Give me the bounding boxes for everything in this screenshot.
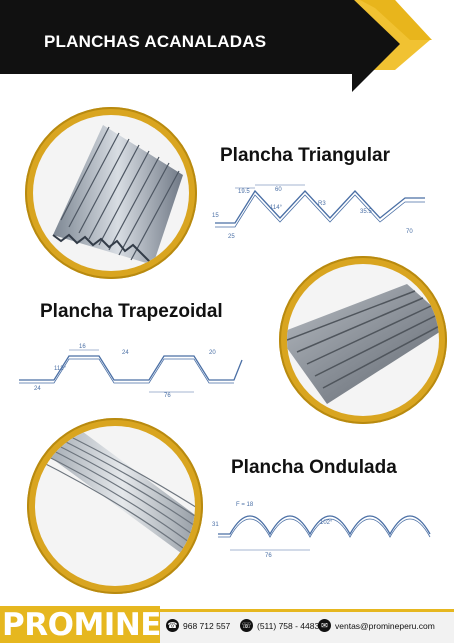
dim-label: F = 18 xyxy=(236,502,254,508)
product-image-ondulada xyxy=(35,426,195,586)
brand-block xyxy=(0,606,160,643)
dim-label: 70 xyxy=(406,229,413,235)
corrugated-sheet-triangular-icon xyxy=(52,125,183,266)
profile-diagram-trapezoidal: 16 76 20 24 112° 24 xyxy=(19,344,243,399)
dim-label: R3 xyxy=(318,201,326,207)
product-title-triangular: Plancha Triangular xyxy=(220,145,390,166)
product-image-triangular xyxy=(33,115,189,271)
brand-logo: PROMINE xyxy=(2,607,161,643)
product-image-trapezoidal xyxy=(287,264,439,416)
dim-label: 25 xyxy=(228,234,235,240)
dim-label: 31 xyxy=(212,522,219,528)
dim-label: 76 xyxy=(164,393,171,399)
contact-landline[interactable]: ☏ (511) 758 - 4483 xyxy=(240,619,319,632)
corrugated-sheet-ondulada-icon xyxy=(35,426,195,556)
landline-text: (511) 758 - 4483 xyxy=(257,620,320,631)
contact-box xyxy=(160,612,454,643)
product-title-ondulada: Plancha Ondulada xyxy=(231,457,397,478)
dim-label: 112° xyxy=(54,366,67,372)
email-text: ventas@promineperu.com xyxy=(335,620,435,631)
page-title: PLANCHAS ACANALADAS xyxy=(44,32,267,51)
dim-label: 16 xyxy=(79,344,86,350)
dim-label: 15 xyxy=(212,213,219,219)
profile-diagram-ondulada: F = 18 102° 76 31 xyxy=(212,502,431,559)
phone-text: 968 712 557 xyxy=(183,620,231,631)
profile-diagram-triangular: 19.5 60 114° R3 35.5 15 25 70 xyxy=(212,184,425,240)
phone-icon: ☎ xyxy=(166,619,179,632)
dim-label: 24 xyxy=(122,350,129,356)
header-banner xyxy=(0,0,432,92)
dim-label: 60 xyxy=(275,187,282,193)
dim-label: 114° xyxy=(270,205,283,211)
mail-icon: ✉ xyxy=(318,619,331,632)
dim-label: 76 xyxy=(265,553,272,559)
product-title-trapezoidal: Plancha Trapezoidal xyxy=(40,301,223,322)
dim-label: 24 xyxy=(34,386,41,392)
contact-phone[interactable]: ☎ 968 712 557 xyxy=(166,619,230,632)
dim-label: 19.5 xyxy=(238,189,250,195)
telephone-icon: ☏ xyxy=(240,619,253,632)
corrugated-sheet-trapezoidal-icon xyxy=(287,284,439,404)
dim-label: 35.5 xyxy=(360,209,372,215)
contact-email[interactable]: ✉ ventas@promineperu.com xyxy=(318,619,435,632)
dim-label: 102° xyxy=(320,520,333,526)
dim-label: 20 xyxy=(209,350,216,356)
